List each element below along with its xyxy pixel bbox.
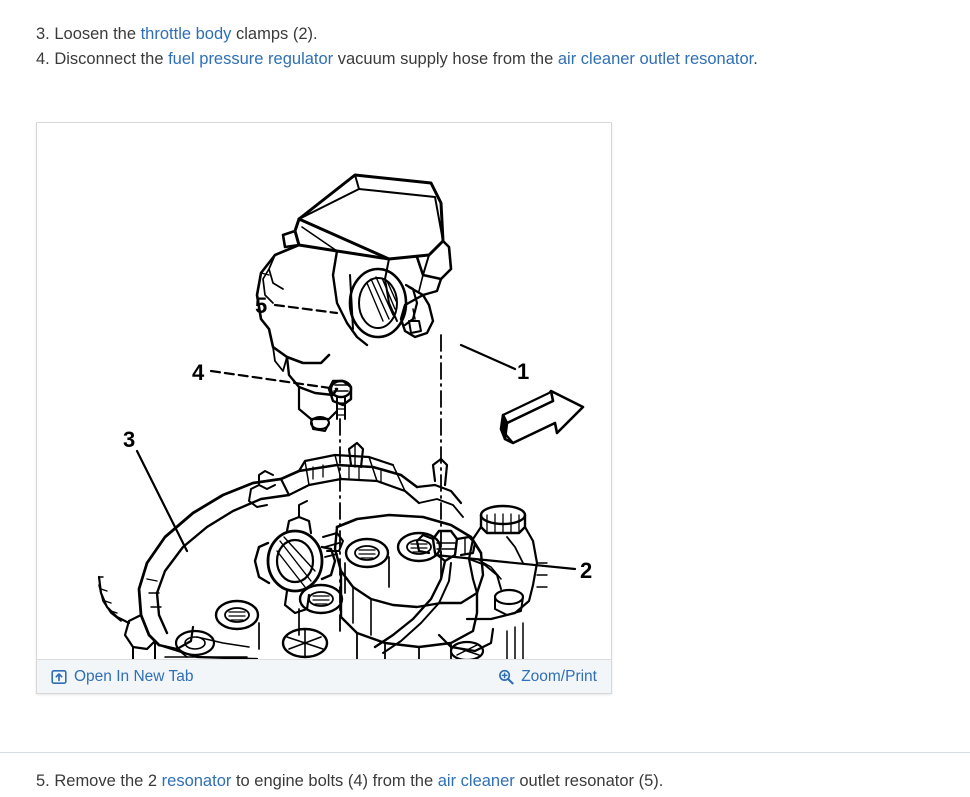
step-text-plain: Disconnect the bbox=[49, 50, 169, 68]
zoom-print-label: Zoom/Print bbox=[521, 667, 597, 685]
step-number: 4. bbox=[36, 50, 50, 68]
instruction-list-above: 3. Loosen the throttle body clamps (2). … bbox=[36, 22, 936, 72]
instruction-step-4: 4. Disconnect the fuel pressure regulato… bbox=[36, 47, 936, 72]
step-number: 3. bbox=[36, 25, 50, 43]
link-fuel-pressure-regulator[interactable]: fuel pressure regulator bbox=[168, 50, 334, 68]
step-text-plain: to engine bolts (4) from the bbox=[231, 772, 438, 790]
zoom-print-button[interactable]: Zoom/Print bbox=[498, 668, 597, 686]
instruction-step-3: 3. Loosen the throttle body clamps (2). bbox=[36, 22, 936, 47]
step-number: 5. bbox=[36, 772, 50, 790]
leader-1 bbox=[459, 343, 517, 371]
link-throttle-body[interactable]: throttle body bbox=[140, 25, 232, 43]
step-text-plain: vacuum supply hose from the bbox=[333, 50, 558, 68]
step-text-plain: outlet resonator (5). bbox=[514, 772, 664, 790]
callout-2-label: 2 bbox=[580, 558, 592, 583]
step-text-plain: Remove the 2 bbox=[49, 772, 162, 790]
callout-1-label: 1 bbox=[517, 359, 529, 384]
link-air-cleaner-outlet-resonator[interactable]: air cleaner outlet resonator bbox=[557, 50, 754, 68]
leader-2 bbox=[433, 553, 577, 571]
open-in-new-tab-button[interactable]: Open In New Tab bbox=[51, 668, 193, 686]
diagram-canvas[interactable]: 1 2 3 4 5 bbox=[37, 123, 611, 659]
direction-arrow-shape bbox=[503, 389, 585, 445]
link-air-cleaner[interactable]: air cleaner bbox=[437, 772, 515, 790]
bottom-separator bbox=[0, 752, 970, 753]
open-in-new-tab-icon bbox=[51, 669, 67, 685]
leader-3 bbox=[135, 449, 189, 553]
callout-4-label: 4 bbox=[192, 360, 205, 385]
step-text-plain: Loosen the bbox=[49, 25, 141, 43]
engine-resonator-line-drawing: 1 2 3 4 5 bbox=[97, 173, 592, 659]
open-in-new-tab-label: Open In New Tab bbox=[74, 667, 194, 685]
step-text-plain: clamps (2). bbox=[231, 25, 318, 43]
leader-4 bbox=[209, 369, 339, 391]
step-text-plain: . bbox=[753, 50, 758, 68]
callout-3-label: 3 bbox=[123, 427, 135, 452]
callout-5-label: 5 bbox=[255, 293, 267, 318]
link-resonator[interactable]: resonator bbox=[161, 772, 232, 790]
leader-5 bbox=[273, 303, 339, 315]
magnifier-plus-icon bbox=[498, 669, 514, 685]
instruction-step-5: 5. Remove the 2 resonator to engine bolt… bbox=[36, 770, 663, 792]
figure-panel: 1 2 3 4 5 Open In New Tab bbox=[36, 122, 612, 694]
figure-toolbar: Open In New Tab Zoom/Print bbox=[37, 659, 611, 693]
